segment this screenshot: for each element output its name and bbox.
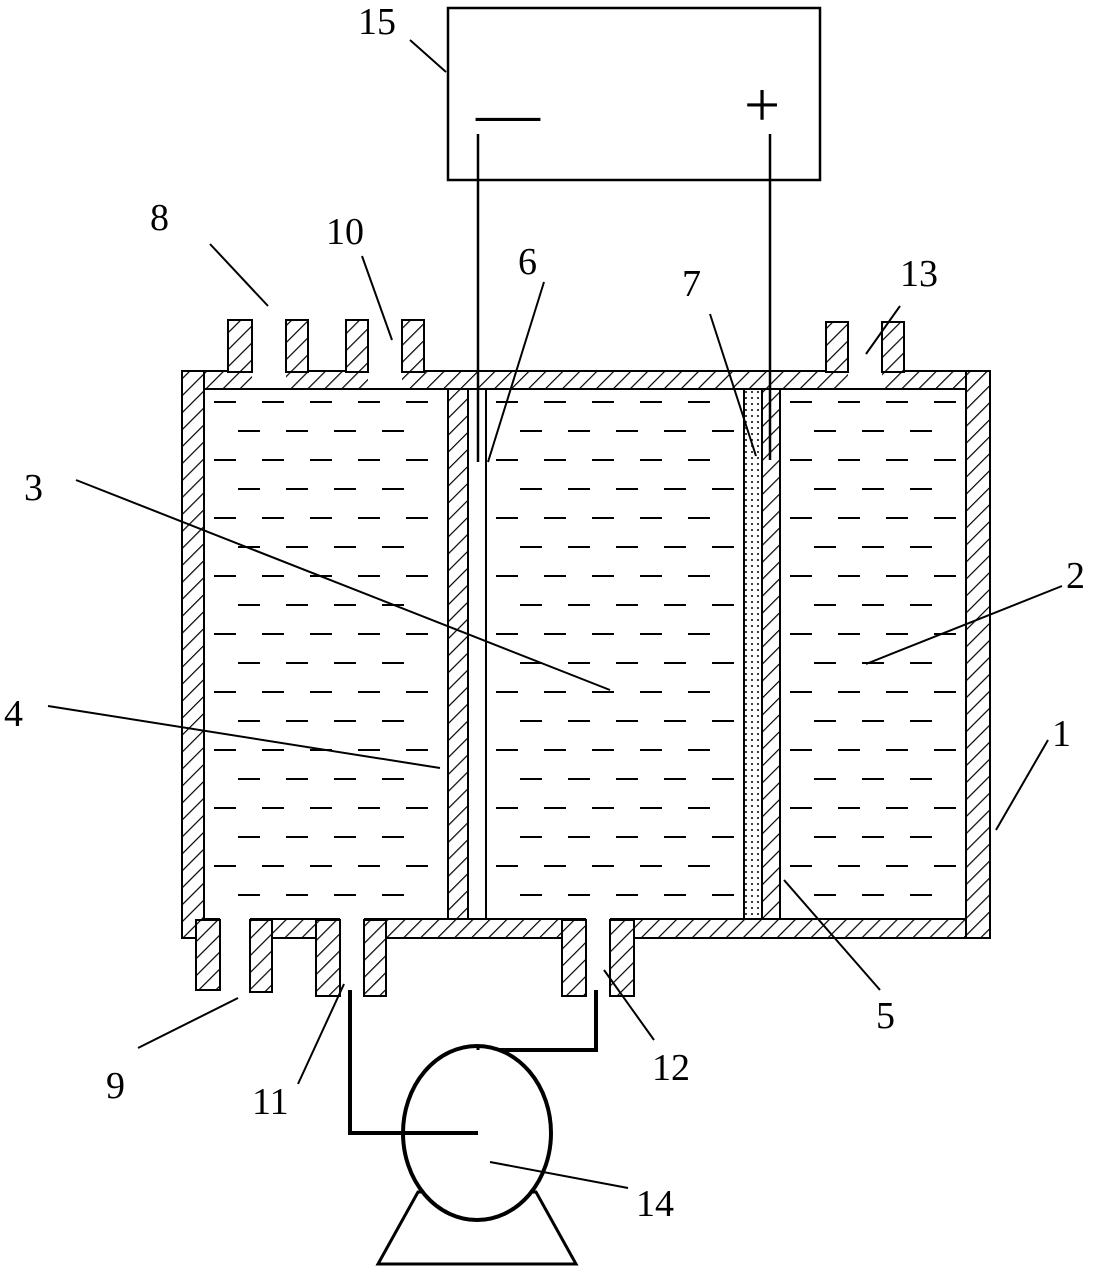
outlet-port-13: [825, 321, 905, 373]
electrode-wires: [476, 134, 772, 462]
separator-5: [761, 388, 781, 920]
inlet-port-8: [227, 319, 309, 373]
label-10: 10: [326, 211, 364, 253]
port-9: [195, 919, 273, 993]
housing-walls: [181, 370, 991, 939]
label-3: 3: [24, 467, 43, 509]
power-supply: — +: [446, 6, 822, 182]
outlet-port-10: [345, 319, 425, 373]
label-1: 1: [1052, 713, 1071, 755]
negative-terminal-sign: —: [475, 77, 541, 148]
label-8: 8: [150, 197, 169, 239]
positive-terminal-sign: +: [744, 69, 780, 140]
pump: [348, 990, 598, 1266]
label-2: 2: [1066, 555, 1085, 597]
part-labels: 1 2 3 4 5 6 7 8 9 10 11 12 13 14 15: [4, 1, 1085, 1225]
label-4: 4: [4, 693, 23, 735]
cathode-plate-6: [467, 388, 487, 920]
anode-plate-7: [743, 388, 763, 920]
label-9: 9: [106, 1065, 125, 1107]
label-13: 13: [900, 253, 938, 295]
label-14: 14: [636, 1183, 674, 1225]
label-5: 5: [876, 995, 895, 1037]
leader-lines: [47, 39, 1063, 1189]
bottom-wall-openings: [220, 917, 610, 940]
left-membrane: [447, 388, 469, 920]
label-12: 12: [652, 1047, 690, 1089]
label-11: 11: [252, 1081, 289, 1123]
label-7: 7: [682, 263, 701, 305]
label-6: 6: [518, 241, 537, 283]
port-11: [315, 919, 387, 997]
top-wall-openings: [252, 369, 882, 391]
label-15: 15: [358, 1, 396, 43]
